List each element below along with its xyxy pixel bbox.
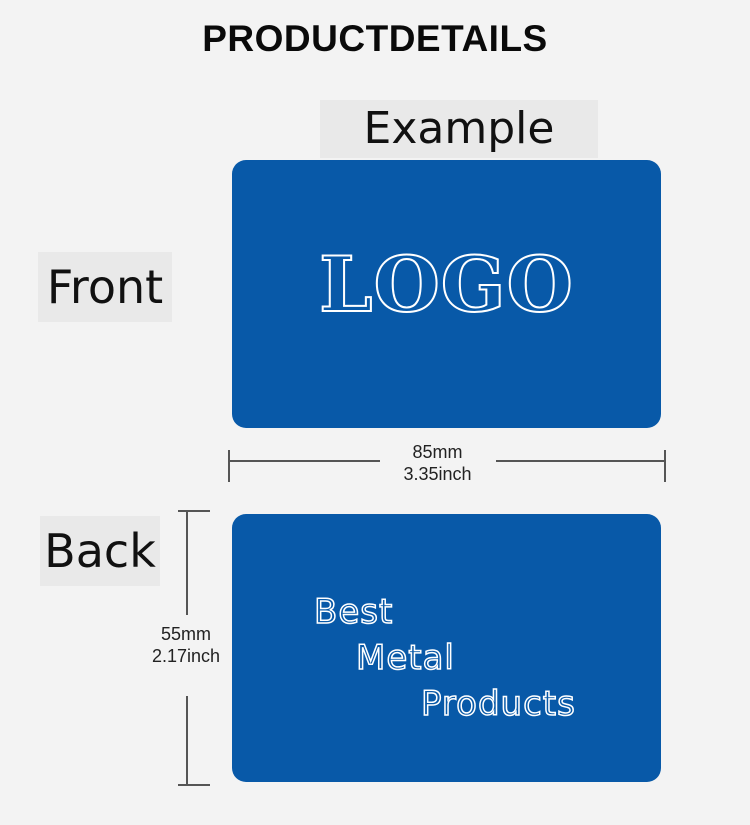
- height-dimension-tick-top: [178, 510, 210, 512]
- height-mm: 55mm: [160, 624, 211, 644]
- card-back: Best Metal Products: [232, 514, 661, 782]
- width-inch: 3.35inch: [403, 464, 472, 484]
- logo-text: LOGO: [318, 239, 574, 330]
- height-dimension-line-bottom: [186, 696, 188, 784]
- width-dimension-tick-right: [664, 450, 666, 482]
- width-dimension-tick-left: [228, 450, 230, 482]
- height-inch: 2.17inch: [151, 646, 221, 666]
- back-label: Back: [40, 516, 160, 586]
- page-title: PRODUCTDETAILS: [202, 18, 548, 59]
- height-dimension-label: 55mm 2.17inch: [140, 623, 232, 667]
- back-text-line-1: Best: [313, 591, 394, 633]
- example-label: Example: [320, 100, 598, 158]
- height-dimension-line-top: [186, 512, 188, 615]
- width-dimension-line-left: [230, 460, 380, 462]
- height-dimension-tick-bottom: [178, 784, 210, 786]
- width-mm: 85mm: [412, 442, 463, 462]
- card-front: LOGO: [232, 160, 661, 428]
- width-dimension-label: 85mm 3.35inch: [380, 441, 495, 485]
- front-label: Front: [38, 252, 172, 322]
- back-text-line-3: Products: [420, 683, 576, 725]
- width-dimension-line-right: [496, 460, 664, 462]
- back-text-line-2: Metal: [355, 637, 455, 679]
